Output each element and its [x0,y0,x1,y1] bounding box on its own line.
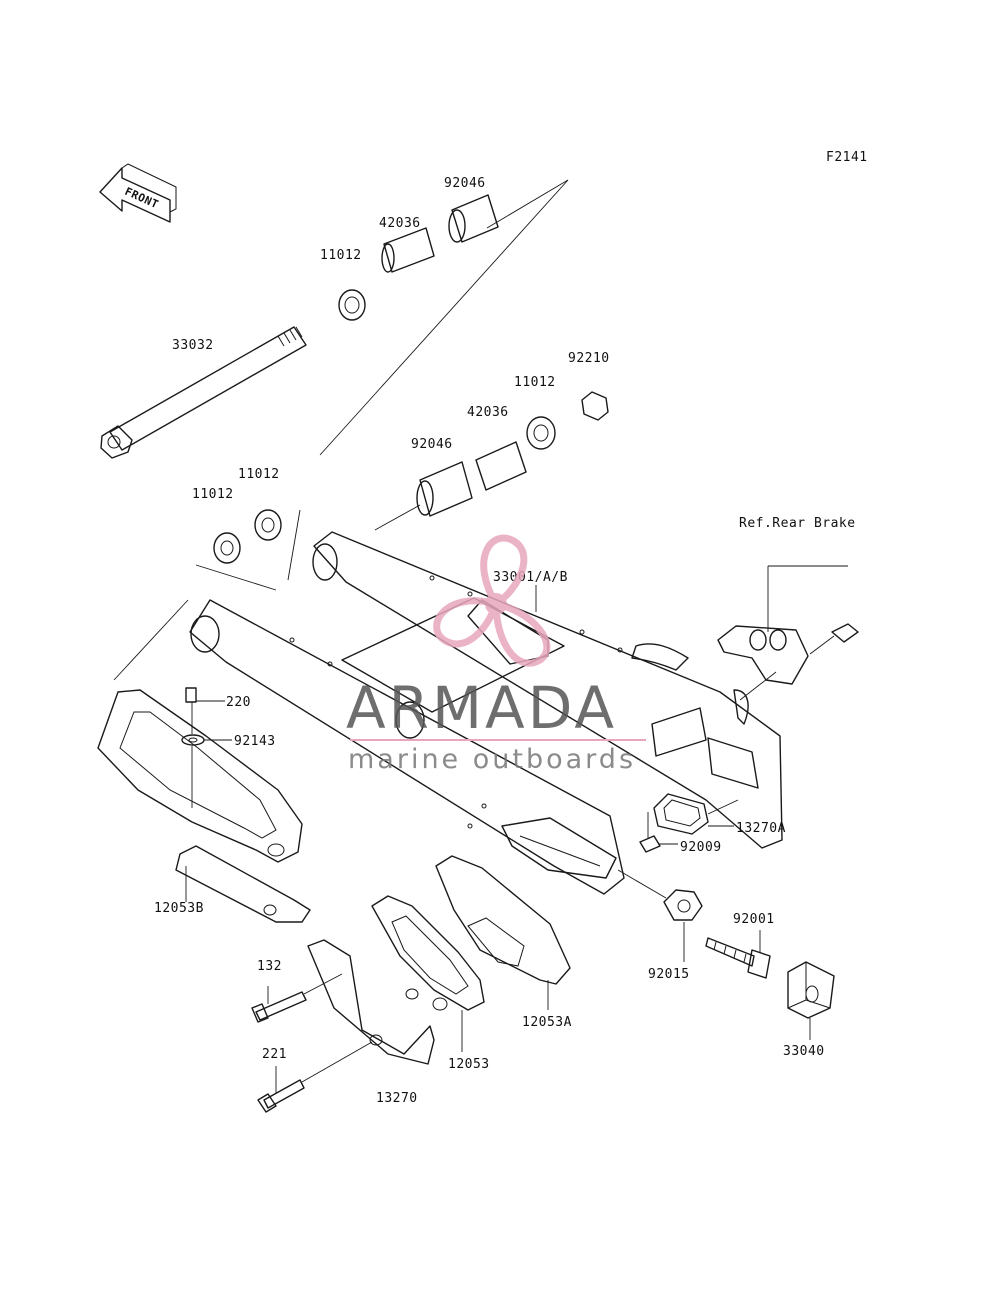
callout-12053A[interactable]: 12053A [522,1015,572,1030]
watermark-tagline: marine outboards [348,744,636,775]
callout-92210[interactable]: 92210 [568,351,610,366]
swingarm-33001 [189,531,783,895]
callout-92001[interactable]: 92001 [733,912,775,927]
watermark-brand: ARMADA [346,674,617,742]
reference-rear-brake[interactable]: Ref.Rear Brake [739,516,856,531]
callout-33001[interactable]: 33001/A/B [493,570,568,585]
callout-221[interactable]: 221 [262,1047,287,1062]
callout-33040[interactable]: 33040 [783,1044,825,1059]
front-arrow-icon: FRONT [99,163,177,223]
front-label: FRONT [123,185,161,211]
nut-screw-block [617,869,835,1040]
callout-11012-upper[interactable]: 11012 [320,248,362,263]
bolts-132-221 [251,973,373,1113]
callout-92015[interactable]: 92015 [648,967,690,982]
callout-92143[interactable]: 92143 [234,734,276,749]
callout-labels: 92046 42036 11012 33032 92210 11012 4203… [154,176,856,1106]
callout-132[interactable]: 132 [257,959,282,974]
bushing-group-left [213,509,282,564]
callout-33032[interactable]: 33032 [172,338,214,353]
bushing-group-upper [338,194,499,321]
callout-92009[interactable]: 92009 [680,840,722,855]
pivot-shaft-33032 [100,326,307,459]
chain-guide-plates [307,855,571,1065]
callout-220[interactable]: 220 [226,695,251,710]
callout-42036-right[interactable]: 42036 [467,405,509,420]
cover-13270A-bolt-92009 [639,793,739,853]
callout-92046-right[interactable]: 92046 [411,437,453,452]
figure-code: F2141 [826,150,868,165]
callout-11012-mid[interactable]: 11012 [238,467,280,482]
propeller-logo-icon [433,534,551,667]
callout-11012-left[interactable]: 11012 [192,487,234,502]
callout-11012-right[interactable]: 11012 [514,375,556,390]
watermark: ARMADA marine outboards [346,534,646,775]
callout-92046-upper[interactable]: 92046 [444,176,486,191]
callout-42036-upper[interactable]: 42036 [379,216,421,231]
callout-13270[interactable]: 13270 [376,1091,418,1106]
guide-lines [113,179,569,681]
callout-12053[interactable]: 12053 [448,1057,490,1072]
bolt-220-washer-92143 [181,687,232,808]
callout-12053B[interactable]: 12053B [154,901,204,916]
chain-slipper-12053B [97,689,311,923]
rear-brake-reference [717,565,859,725]
bushing-group-right [416,391,609,517]
callout-13270A[interactable]: 13270A [736,821,786,836]
